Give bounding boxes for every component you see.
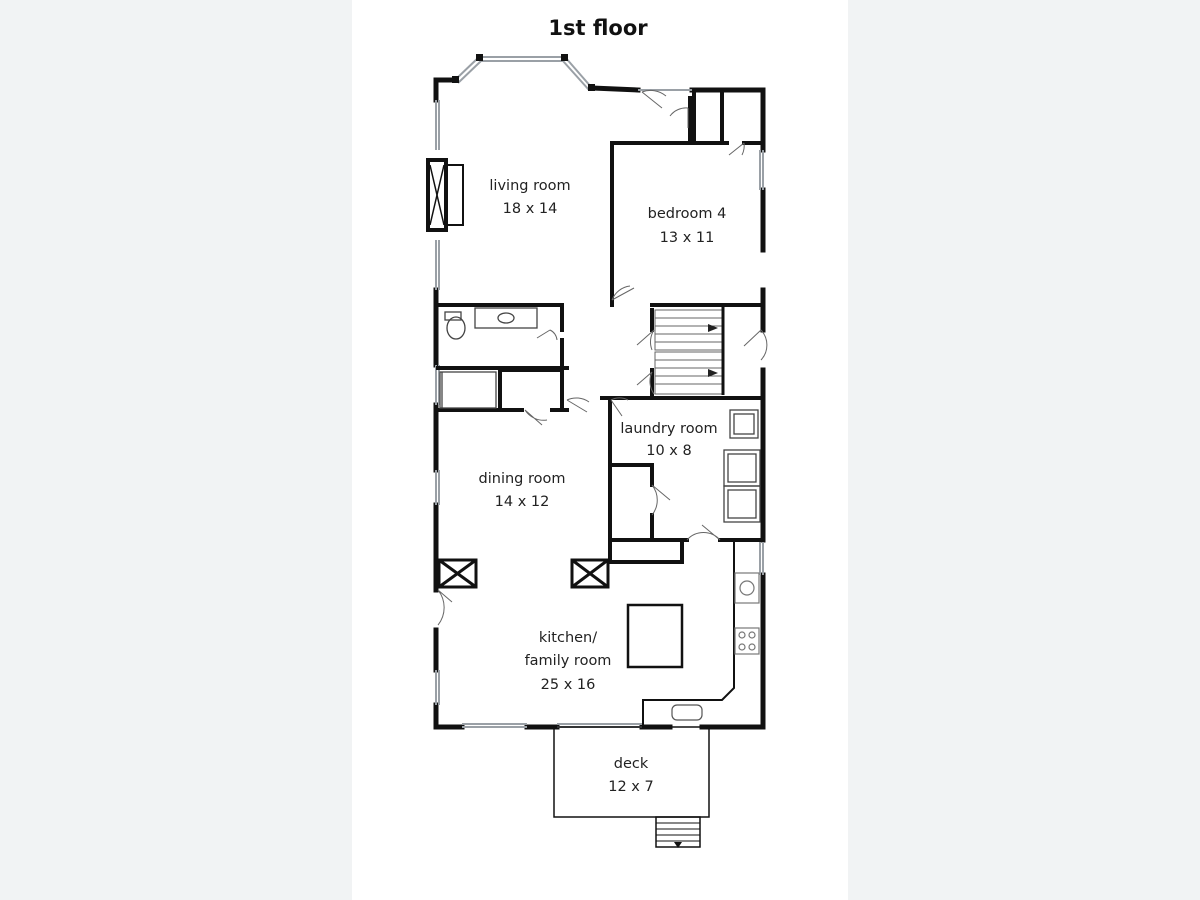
- floor-plan: 1st floor: [426, 16, 768, 848]
- deck-dims: 12 x 7: [608, 779, 653, 795]
- windows: [435, 56, 764, 728]
- kitchen-dims: 25 x 16: [541, 677, 596, 693]
- plan-title: 1st floor: [548, 16, 648, 40]
- sink-icon: [671, 704, 703, 721]
- door-swings: [437, 89, 768, 626]
- laundry-room-dims: 10 x 8: [646, 443, 691, 459]
- laundry-room-name: laundry room: [620, 421, 717, 437]
- bedroom-4-name: bedroom 4: [648, 206, 727, 222]
- bathtub-icon: [439, 371, 497, 409]
- bath-sink-icon: [474, 307, 538, 329]
- toilet-icon: [444, 311, 466, 340]
- bedroom-4-dims: 13 x 11: [660, 230, 715, 246]
- deck-name: deck: [614, 756, 649, 772]
- dining-room-dims: 14 x 12: [495, 494, 550, 510]
- living-room-dims: 18 x 14: [503, 201, 558, 217]
- structural-post-icons: [437, 558, 610, 589]
- kitchen-counters: [626, 540, 735, 725]
- cooktop-icon: [734, 572, 760, 655]
- exterior-walls: [433, 77, 766, 730]
- stairs-icon: [654, 305, 725, 395]
- stair-arrow-icons: [708, 324, 718, 377]
- fireplace-icon: [426, 158, 464, 232]
- floor-plan-sheet: 1st floor: [352, 0, 848, 900]
- laundry-appliances: [723, 409, 761, 523]
- deck-stair-arrow-icon: [674, 842, 682, 848]
- interior-walls: [434, 88, 765, 564]
- living-room-name: living room: [489, 178, 570, 194]
- dining-room-name: dining room: [479, 471, 566, 487]
- bay-window-posts: [452, 54, 595, 91]
- kitchen-name-line1: kitchen/: [539, 630, 597, 646]
- kitchen-name-line2: family room: [525, 653, 612, 669]
